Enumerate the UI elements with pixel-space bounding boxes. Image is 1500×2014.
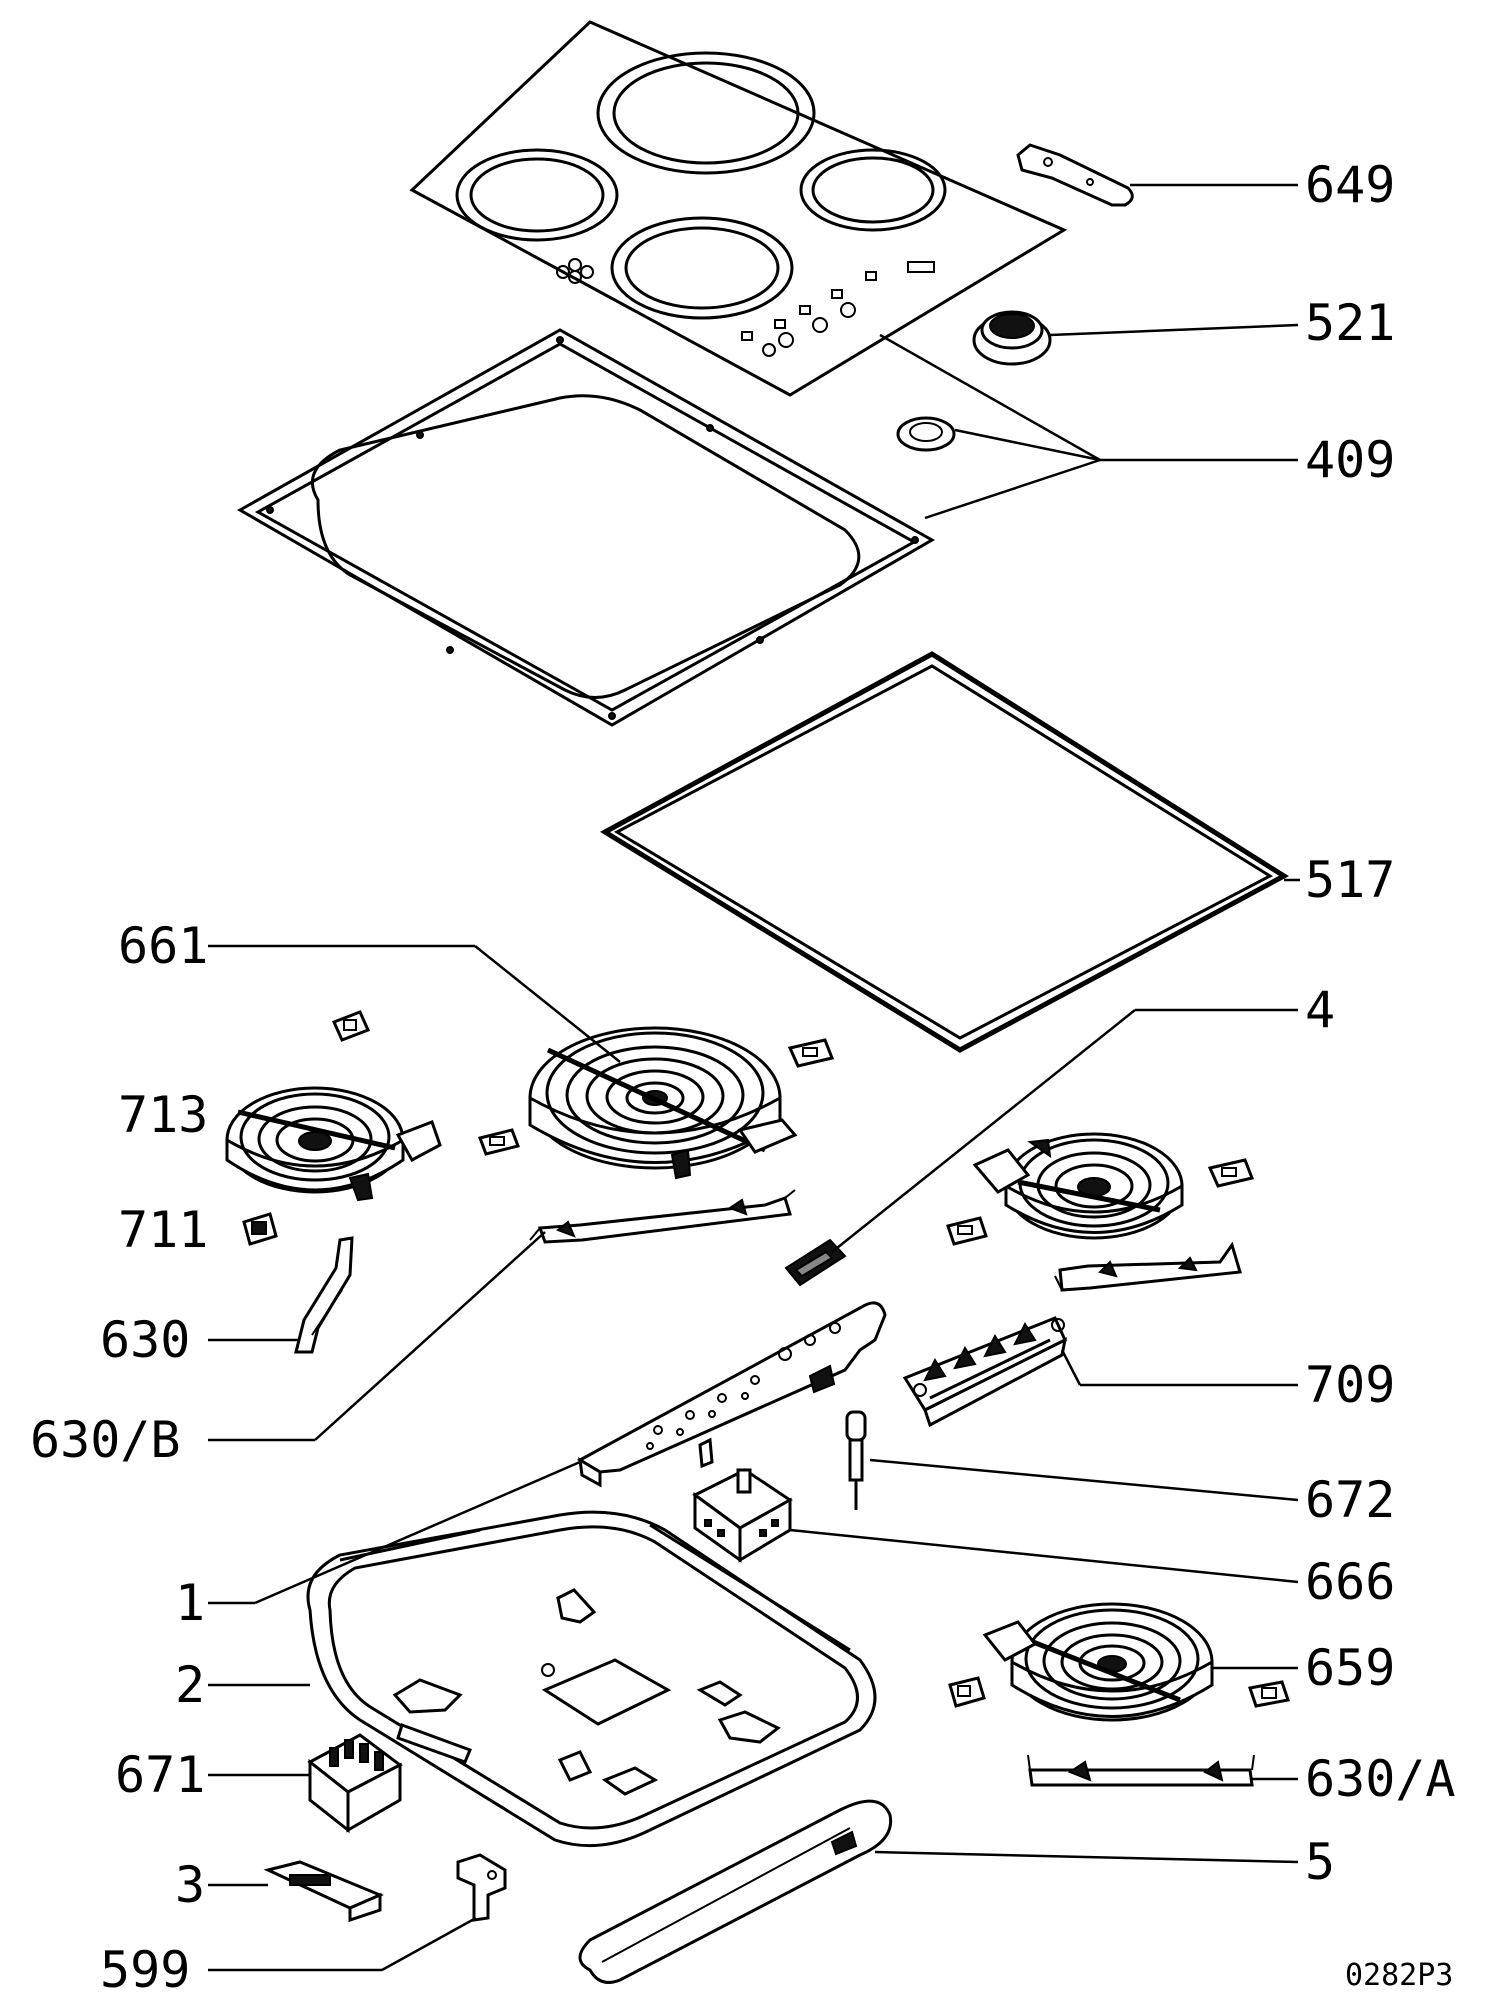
support-bracket-icon [1054, 1241, 1242, 1292]
callout-711: 711 [118, 1201, 208, 1259]
callout-521: 521 [1305, 294, 1395, 352]
support-bracket-icon [529, 1189, 796, 1244]
callout-649: 649 [1305, 156, 1395, 214]
switch-icon [784, 1238, 847, 1287]
callout-1: 1 [175, 1574, 205, 1632]
heating-element-icon [982, 1602, 1214, 1722]
heat-shield-icon [578, 1799, 893, 1984]
callout-709: 709 [1305, 1356, 1395, 1414]
heating-element-icon [972, 1132, 1184, 1240]
callout-713: 713 [118, 1086, 208, 1144]
callout-517: 517 [1305, 851, 1395, 909]
callout-630: 630 [100, 1311, 190, 1369]
control-knob-icon [972, 310, 1052, 366]
callout-3: 3 [175, 1856, 205, 1914]
energy-regulator-icon [692, 1468, 793, 1563]
heating-element-icon [528, 1026, 798, 1180]
terminal-block-icon [902, 1316, 1068, 1428]
leader-lines [208, 183, 1300, 1972]
callout-4: 4 [1305, 981, 1335, 1039]
clip-icon [242, 1212, 278, 1246]
callout-671: 671 [115, 1746, 205, 1804]
hinge-bracket-icon [456, 1853, 507, 1922]
clip-icon [331, 1010, 835, 1156]
callout-661: 661 [118, 917, 208, 975]
trim-frame [236, 328, 936, 727]
support-bracket-icon [1027, 1754, 1255, 1787]
callout-630-a: 630/A [1305, 1750, 1456, 1808]
gasket-icon [600, 651, 1289, 1053]
callout-672: 672 [1305, 1471, 1395, 1529]
callout-599: 599 [100, 1941, 190, 1999]
base-tray [306, 1510, 877, 1848]
callout-666: 666 [1305, 1553, 1395, 1611]
clamp-bracket-icon [1016, 143, 1134, 207]
support-bracket-icon [294, 1236, 354, 1354]
reference-code: 0282P3 [1345, 1958, 1453, 1993]
callout-409: 409 [1305, 431, 1395, 489]
callout-2: 2 [175, 1656, 205, 1714]
callout-5: 5 [1305, 1833, 1335, 1891]
clamp-icon [263, 1860, 384, 1923]
callout-labels: 649 521 409 517 661 4 713 711 630 630/B … [30, 156, 1456, 1999]
clip-icon [946, 1158, 1255, 1246]
grommet-icon [896, 416, 956, 452]
terminal-housing-icon [307, 1733, 403, 1834]
thermostat-icon [845, 1410, 867, 1510]
clip-icon [948, 1676, 1290, 1708]
hob-glass-top [409, 20, 1068, 397]
heating-element-icon [225, 1086, 442, 1202]
callout-659: 659 [1305, 1639, 1395, 1697]
callout-630-b: 630/B [30, 1411, 181, 1469]
control-panel-bracket [576, 1301, 887, 1488]
